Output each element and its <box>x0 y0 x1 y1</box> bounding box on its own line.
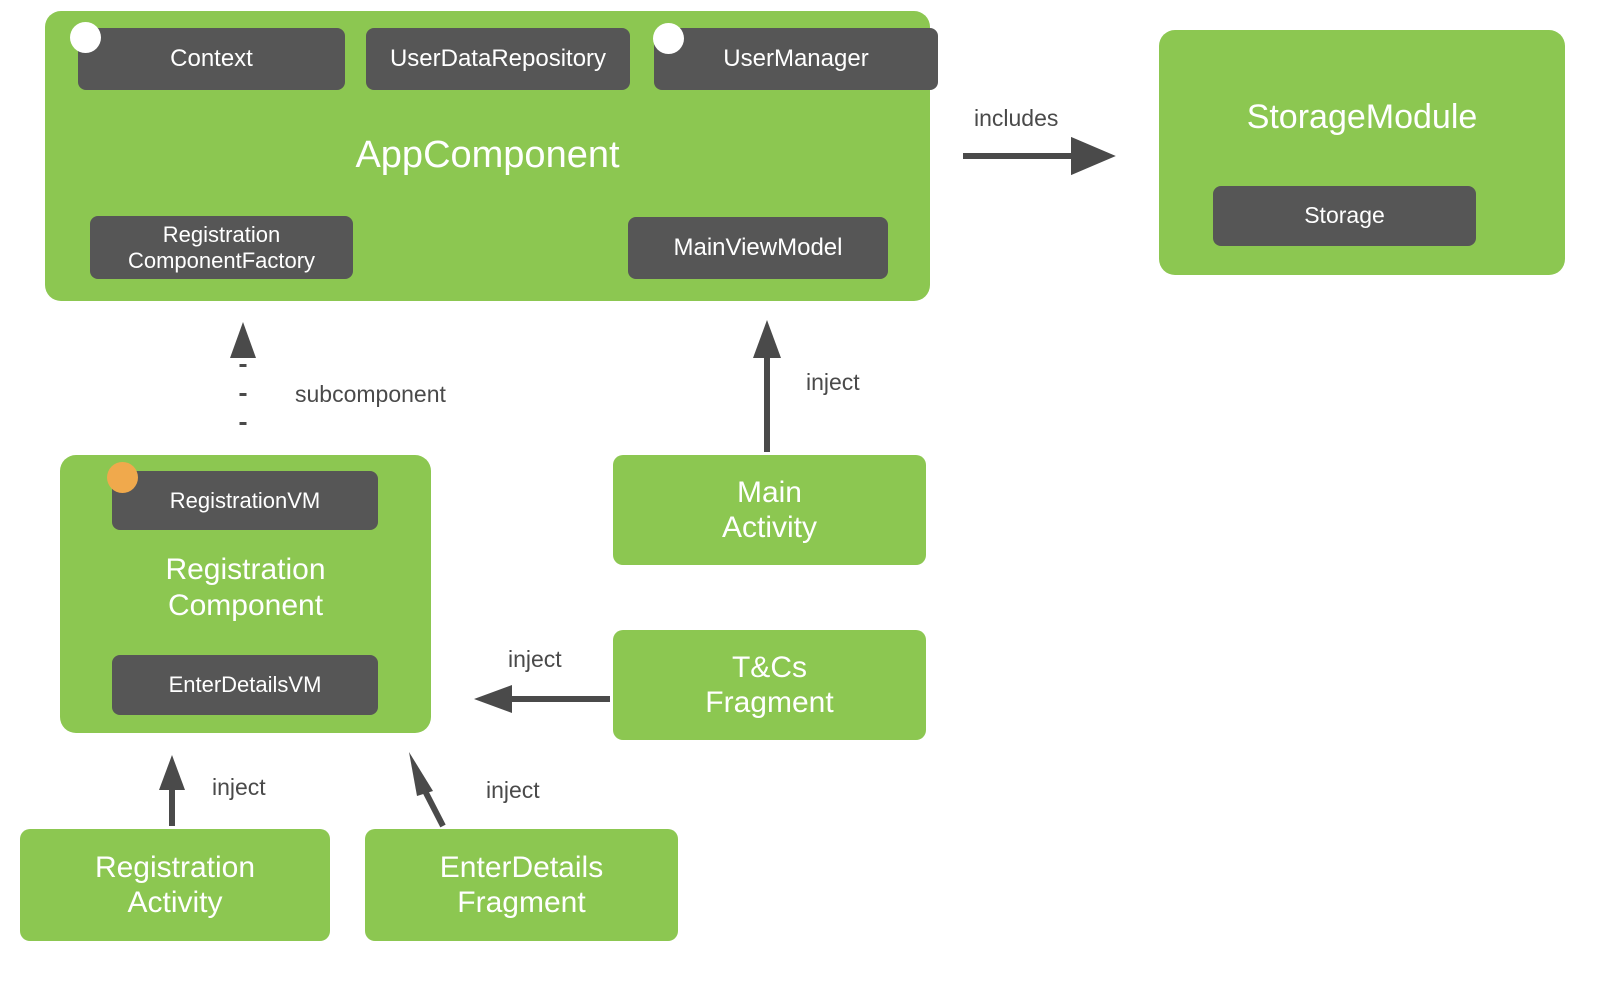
registration-component-title: Registration Component <box>165 553 326 622</box>
edge-label-inject-tcs-fragment: inject <box>508 646 562 672</box>
edge-label-includes: includes <box>974 105 1059 131</box>
binding-userdatarepository[interactable]: UserDataRepository <box>366 28 630 90</box>
binding-userdatarepository-label: UserDataRepository <box>389 44 607 72</box>
client-tcs-fragment[interactable]: T&Cs Fragment <box>613 630 926 740</box>
binding-usermanager-label: UserManager <box>723 44 869 72</box>
binding-registration-component-factory[interactable]: Registration ComponentFactory <box>90 216 353 279</box>
client-registration-activity-label: Registration Activity <box>94 850 256 919</box>
client-enterdetails-fragment[interactable]: EnterDetails Fragment <box>365 829 678 941</box>
entry-point-dot-registrationvm <box>107 462 138 493</box>
client-main-activity-label: Main Activity <box>721 475 817 544</box>
binding-mainviewmodel[interactable]: MainViewModel <box>628 217 888 279</box>
app-component-title: AppComponent <box>355 134 620 177</box>
edge-inject-enterdetails-fragment <box>409 752 446 828</box>
binding-storage[interactable]: Storage <box>1213 186 1476 246</box>
storage-module-title: StorageModule <box>1246 97 1478 136</box>
edge-label-inject-registration-activity: inject <box>212 774 266 800</box>
binding-enterdetailsvm-label: EnterDetailsVM <box>168 672 322 698</box>
edge-inject-main-activity <box>753 320 781 452</box>
edge-inject-tcs-fragment <box>474 685 610 713</box>
edge-label-subcomponent: subcomponent <box>295 381 446 407</box>
edge-inject-registration-activity <box>159 755 185 826</box>
client-tcs-fragment-label: T&Cs Fragment <box>705 650 834 719</box>
binding-registrationvm[interactable]: RegistrationVM <box>112 471 378 530</box>
client-enterdetails-fragment-label: EnterDetails Fragment <box>439 850 604 919</box>
binding-context[interactable]: Context <box>78 28 345 90</box>
binding-storage-label: Storage <box>1304 202 1385 229</box>
binding-registration-component-factory-label: Registration ComponentFactory <box>127 221 316 273</box>
binding-mainviewmodel-label: MainViewModel <box>673 233 843 261</box>
binding-enterdetailsvm[interactable]: EnterDetailsVM <box>112 655 378 715</box>
entry-point-dot-usermanager <box>653 23 684 54</box>
client-registration-activity[interactable]: Registration Activity <box>20 829 330 941</box>
binding-usermanager[interactable]: UserManager <box>654 28 938 90</box>
entry-point-dot-context <box>70 22 101 53</box>
client-main-activity[interactable]: Main Activity <box>613 455 926 565</box>
binding-registrationvm-label: RegistrationVM <box>169 487 321 513</box>
edge-label-inject-main-activity: inject <box>806 369 860 395</box>
binding-context-label: Context <box>170 44 253 72</box>
edge-label-inject-enterdetails-fragment: inject <box>486 777 540 803</box>
edge-subcomponent <box>230 322 256 425</box>
